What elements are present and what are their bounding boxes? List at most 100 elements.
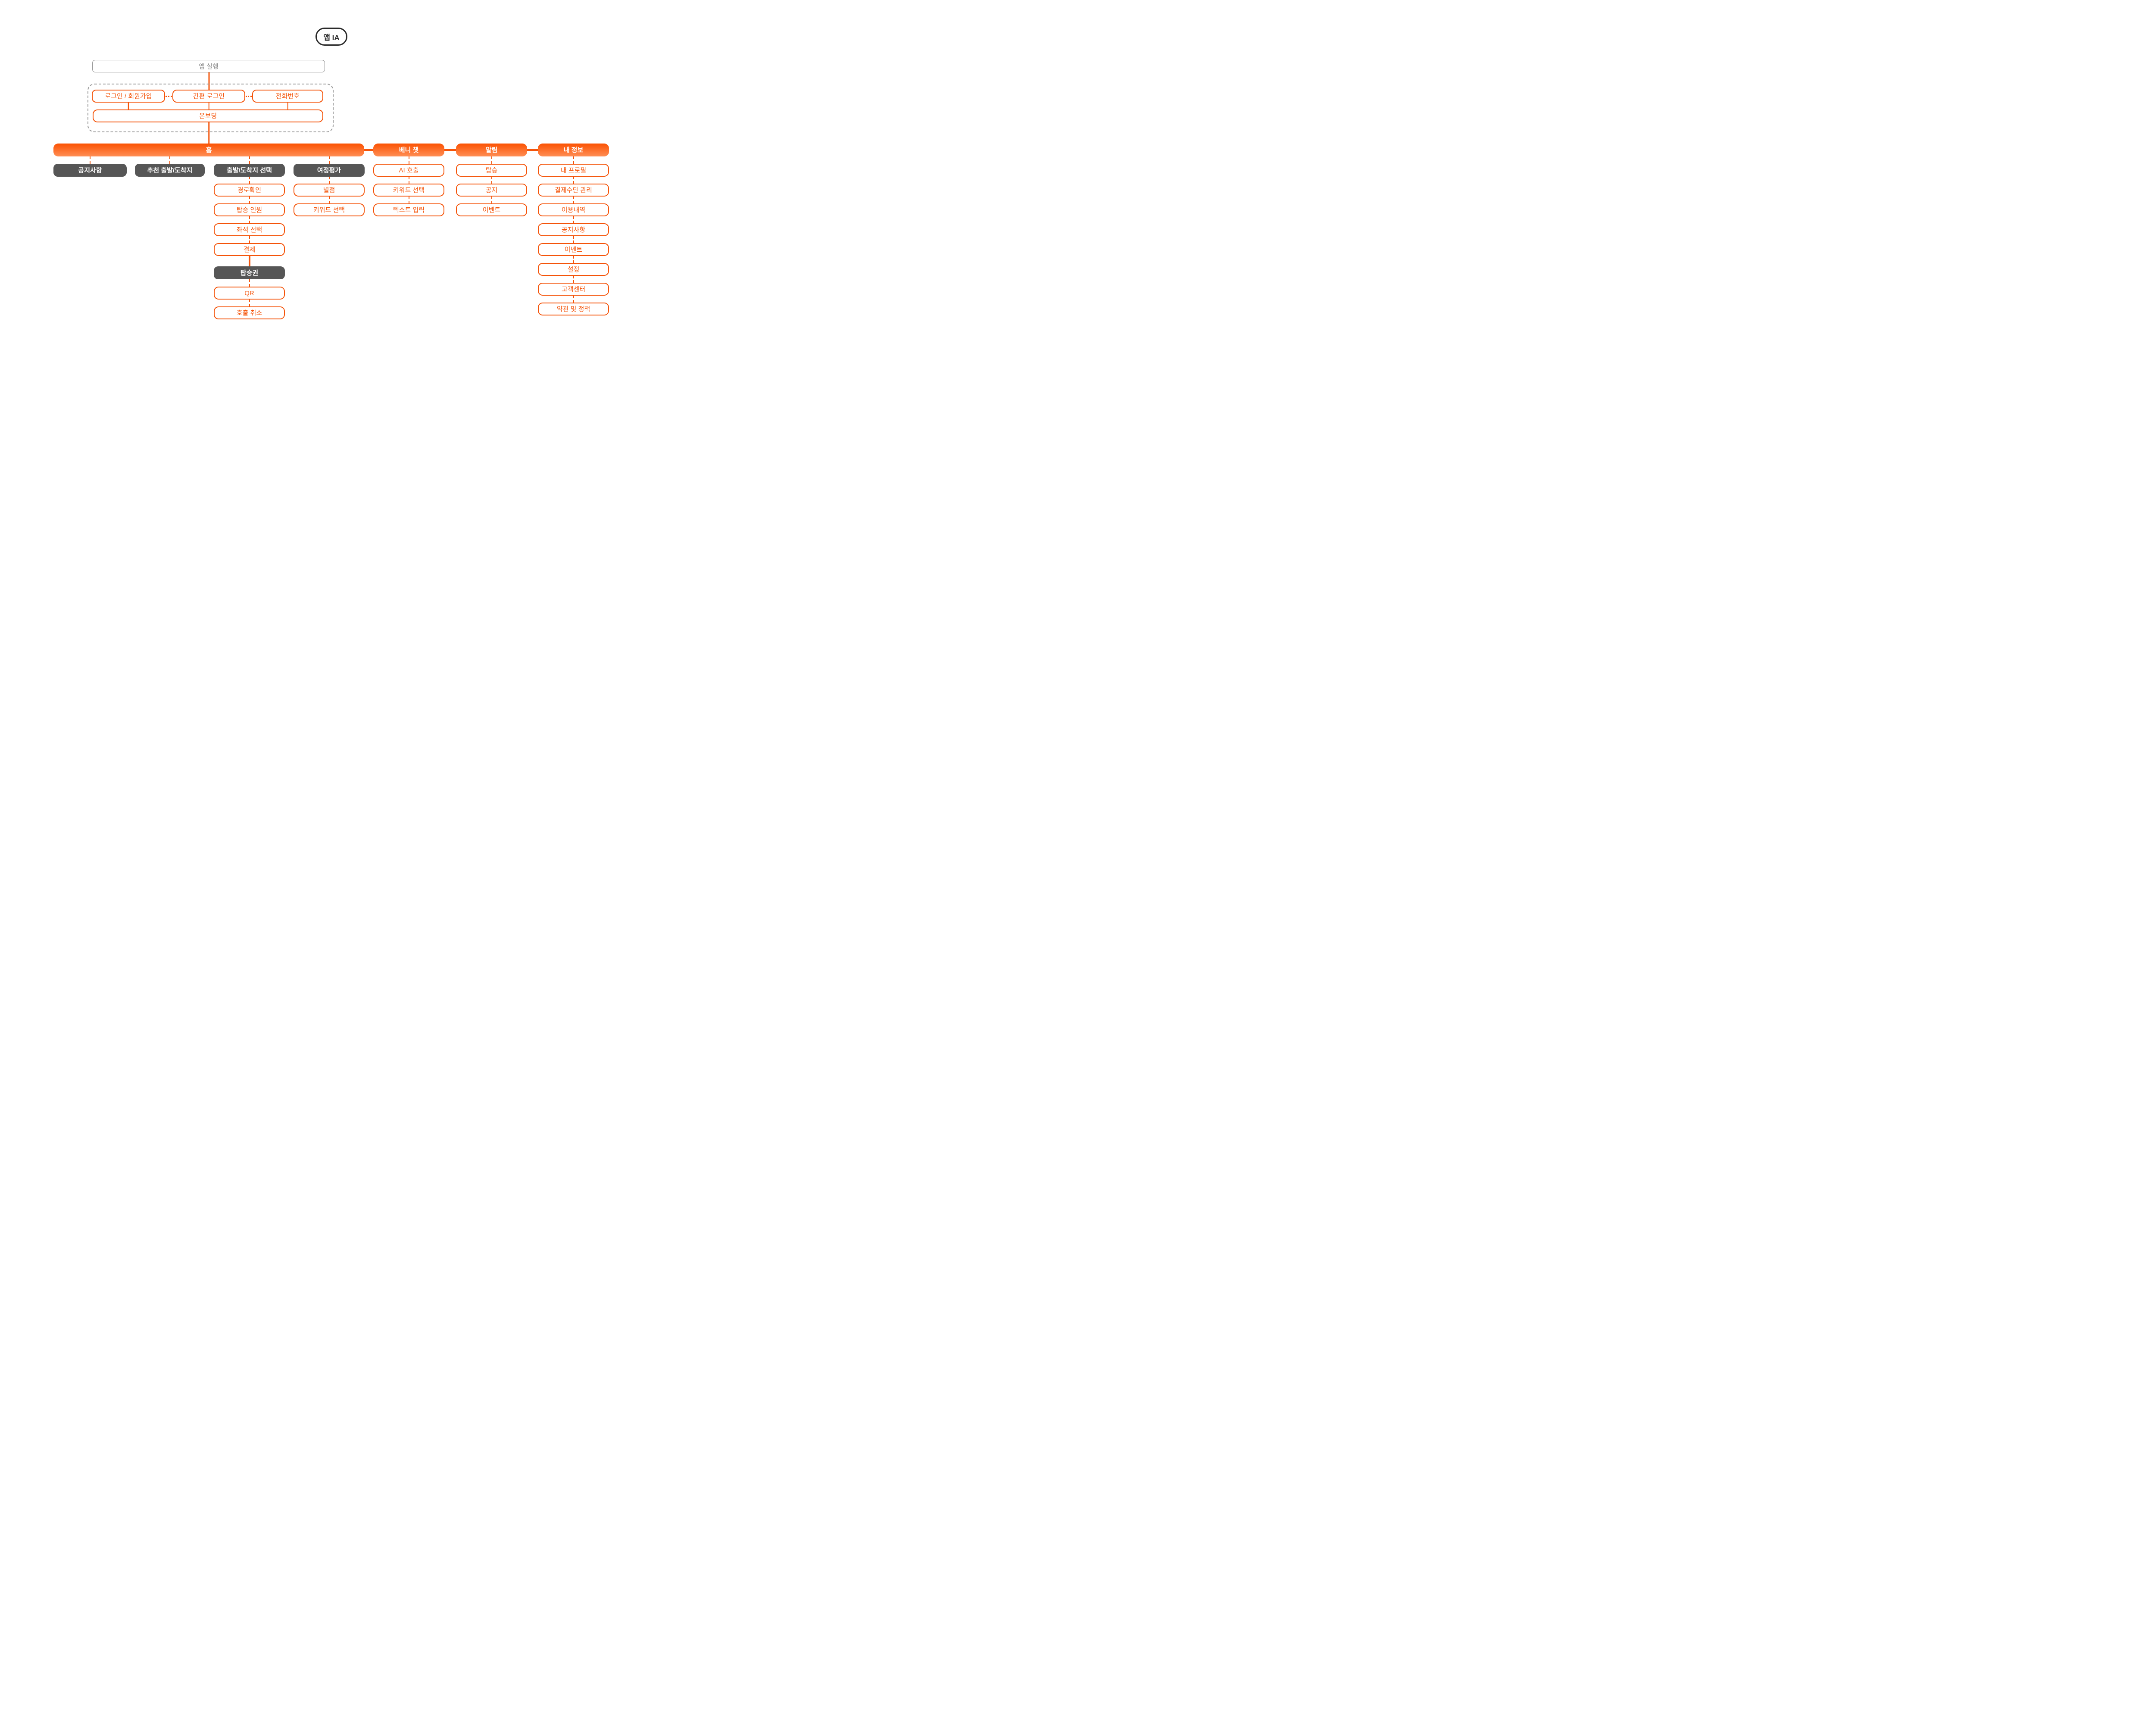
node-login-signup: 로그인 / 회원가입: [92, 90, 165, 103]
node-stars: 별점: [294, 184, 365, 197]
node-benichat-keywords: 키워드 선택: [373, 184, 444, 197]
node-customer-support-label: 고객센터: [561, 285, 586, 293]
node-home-select: 출발/도착지 선택: [214, 164, 285, 177]
node-home-recommend-label: 추천 출발/도착지: [147, 166, 193, 174]
node-home-notice-label: 공지사항: [78, 166, 102, 174]
node-my-profile: 내 프로필: [538, 164, 609, 177]
connector-stars-keywords: [328, 197, 330, 203]
auth-group-container: [87, 84, 334, 132]
connector-review-stars: [328, 177, 330, 184]
connector-qr-cancel: [249, 300, 250, 306]
connector-login-easy-dotted: [166, 96, 172, 97]
node-alarm-event-label: 이벤트: [482, 206, 501, 214]
connector-onboarding-home: [208, 122, 210, 144]
node-terms-policy-label: 약관 및 정책: [556, 305, 590, 313]
node-home-recommend: 추천 출발/도착지: [135, 164, 205, 177]
node-myinfo-notice-label: 공지사항: [561, 226, 586, 234]
connector-notice-event: [491, 197, 492, 203]
connector-profile-paymethods: [573, 177, 574, 184]
node-payment: 결제: [214, 243, 285, 256]
node-home-review-label: 여정평가: [317, 166, 341, 174]
connector-myinfo-profile: [573, 156, 574, 164]
app-ia-diagram: 앱 IA 앱 실행 로그인 / 회원가입 간편 로그인 전화번호 온보딩 홈 베…: [0, 0, 662, 347]
tab-home-label: 홈: [206, 146, 212, 154]
diagram-title-badge: 앱 IA: [315, 28, 347, 46]
node-review-keywords: 키워드 선택: [294, 203, 365, 216]
node-ticket: 탑승권: [214, 266, 285, 279]
connector-payment-ticket: [248, 256, 250, 266]
node-alarm-notice: 공지: [456, 184, 527, 197]
node-alarm-notice-label: 공지: [485, 186, 498, 194]
tab-home: 홈: [53, 144, 364, 156]
node-login-signup-label: 로그인 / 회원가입: [105, 92, 152, 100]
tab-alarm-label: 알림: [485, 146, 498, 154]
node-payment-methods-label: 결제수단 관리: [555, 186, 592, 194]
node-qr: QR: [214, 287, 285, 300]
node-myinfo-event-label: 이벤트: [564, 246, 583, 253]
connector-phone-onboarding: [287, 103, 288, 109]
node-text-input: 텍스트 입력: [373, 203, 444, 216]
connector-seat-payment: [249, 236, 250, 243]
node-route-check: 경로확인: [214, 184, 285, 197]
node-easy-login: 간편 로그인: [172, 90, 245, 103]
tab-alarm: 알림: [456, 144, 527, 156]
node-alarm-boarding-label: 탑승: [485, 166, 498, 174]
connector-home-review: [328, 156, 330, 164]
connector-easy-phone-dotted: [246, 96, 252, 97]
connector-home-benichat: [364, 149, 373, 151]
connector-support-terms: [573, 296, 574, 303]
connector-alarm-myinfo: [527, 149, 538, 151]
node-route-check-label: 경로확인: [237, 186, 262, 194]
connector-settings-support: [573, 276, 574, 283]
connector-easy-onboarding: [208, 103, 209, 109]
node-ai-call-label: AI 호출: [399, 166, 419, 174]
node-customer-support: 고객센터: [538, 283, 609, 296]
connector-benichat-alarm: [444, 149, 456, 151]
connector-home-notice: [90, 156, 91, 164]
tab-benichat-label: 베니 챗: [399, 146, 419, 154]
node-home-notice: 공지사항: [53, 164, 127, 177]
node-settings: 설정: [538, 263, 609, 276]
node-myinfo-notice: 공지사항: [538, 223, 609, 236]
tab-benichat: 베니 챗: [373, 144, 444, 156]
node-ticket-label: 탑승권: [240, 269, 259, 277]
node-review-keywords-label: 키워드 선택: [313, 206, 345, 214]
node-my-profile-label: 내 프로필: [560, 166, 587, 174]
node-home-review: 여정평가: [294, 164, 365, 177]
node-payment-methods: 결제수단 관리: [538, 184, 609, 197]
diagram-title-text: 앱 IA: [323, 33, 340, 42]
connector-ticket-qr: [249, 279, 250, 287]
node-alarm-event: 이벤트: [456, 203, 527, 216]
connector-select-route: [249, 177, 250, 184]
connector-event-settings: [573, 256, 574, 263]
node-call-cancel-label: 호출 취소: [236, 309, 262, 317]
connector-home-recommend: [169, 156, 170, 164]
node-passengers-label: 탑승 인원: [236, 206, 262, 214]
connector-notice-event-myinfo: [573, 236, 574, 243]
node-seat-select-label: 좌석 선택: [236, 226, 262, 234]
node-phone-number-label: 전화번호: [275, 92, 300, 100]
node-qr-label: QR: [244, 289, 254, 297]
node-stars-label: 별점: [323, 186, 335, 194]
node-settings-label: 설정: [567, 265, 580, 273]
node-usage-history-label: 이용내역: [561, 206, 586, 214]
node-text-input-label: 텍스트 입력: [393, 206, 425, 214]
node-easy-login-label: 간편 로그인: [193, 92, 225, 100]
tab-myinfo: 내 정보: [538, 144, 609, 156]
connector-home-select: [249, 156, 250, 164]
node-ai-call: AI 호출: [373, 164, 444, 177]
node-onboarding: 온보딩: [93, 109, 323, 122]
node-home-select-label: 출발/도착지 선택: [227, 166, 272, 174]
node-call-cancel: 호출 취소: [214, 306, 285, 319]
connector-login-onboarding: [128, 103, 129, 109]
connector-paymethods-history: [573, 197, 574, 203]
node-app-launch-label: 앱 실행: [199, 63, 219, 70]
connector-boarding-notice: [491, 177, 492, 184]
connector-alarm-boarding: [491, 156, 492, 164]
node-usage-history: 이용내역: [538, 203, 609, 216]
connector-history-notice: [573, 216, 574, 223]
node-phone-number: 전화번호: [252, 90, 323, 103]
node-payment-label: 결제: [243, 246, 256, 253]
node-terms-policy: 약관 및 정책: [538, 303, 609, 315]
connector-launch-to-auth: [208, 72, 209, 90]
